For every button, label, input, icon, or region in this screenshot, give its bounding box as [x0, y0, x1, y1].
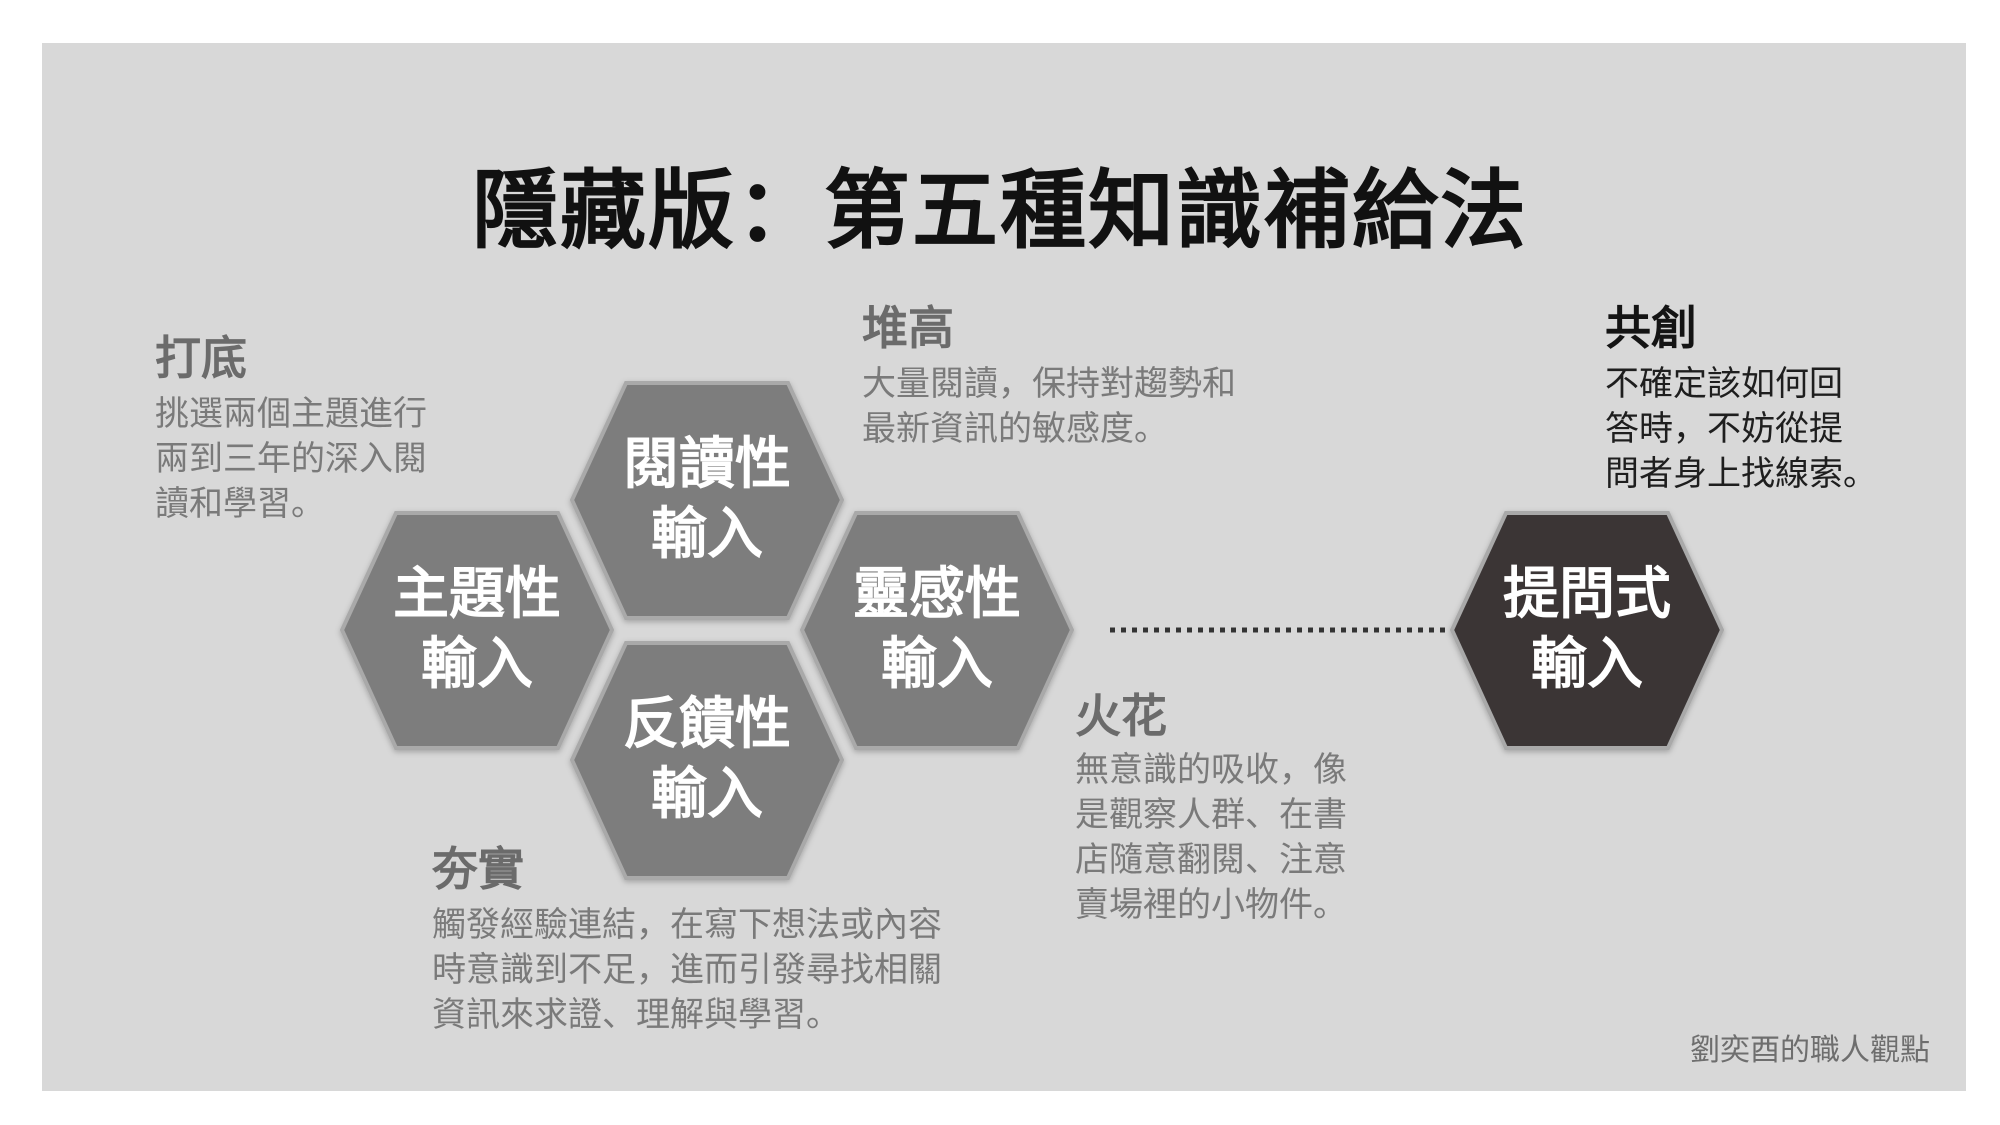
hexagon-feedback-line2: 輸入 — [651, 762, 763, 827]
note-foundation-heading: 打底 — [155, 331, 247, 385]
note-solidify-text: 觸發經驗連結，在寫下想法或內容 時意識到不足，進而引發尋找相關 資訊來求證、理解… — [432, 905, 942, 1035]
note-build-up-heading: 堆高 — [862, 301, 954, 355]
hexagon-topic-line2: 輸入 — [421, 632, 533, 697]
note-spark-heading: 火花 — [1075, 689, 1167, 743]
hexagon-topic — [339, 511, 615, 750]
note-solidify-heading: 夯實 — [432, 842, 524, 896]
hexagon-reading-line1: 閱讀性 — [623, 432, 791, 497]
hexagon-question-line2: 輸入 — [1531, 632, 1643, 697]
hexagon-feedback-line1: 反饋性 — [623, 692, 791, 757]
page-title: 隱藏版：第五種知識補給法 — [472, 161, 1528, 261]
hexagon-reading — [569, 381, 845, 620]
hexagon-question-line1: 提問式 — [1503, 562, 1671, 627]
author-credit: 劉奕酉的職人觀點 — [1690, 1033, 1930, 1068]
note-foundation-text: 挑選兩個主題進行 兩到三年的深入閱 讀和學習。 — [155, 394, 427, 524]
hexagon-reading-line2: 輸入 — [651, 502, 763, 567]
hexagon-topic-label: 主題性 輸入 — [377, 560, 577, 700]
note-build-up-text: 大量閱讀，保持對趨勢和 最新資訊的敏感度。 — [862, 364, 1236, 449]
note-co-create-text: 不確定該如何回 答時，不妨從提 問者身上找線索。 — [1605, 364, 1877, 494]
hexagon-question — [1449, 511, 1725, 750]
hexagon-inspiration-line1: 靈感性 — [853, 562, 1021, 627]
hexagon-question-label: 提問式 輸入 — [1487, 560, 1687, 700]
hexagon-inspiration-line2: 輸入 — [881, 632, 993, 697]
note-spark-text: 無意識的吸收，像 是觀察人群、在書 店隨意翻閱、注意 賣場裡的小物件。 — [1075, 750, 1347, 925]
hexagon-inspiration-label: 靈感性 輸入 — [837, 560, 1037, 700]
hexagon-feedback — [569, 641, 845, 880]
hexagon-feedback-label: 反饋性 輸入 — [607, 690, 807, 830]
hexagon-inspiration — [799, 511, 1075, 750]
hexagon-reading-label: 閱讀性 輸入 — [607, 430, 807, 570]
note-co-create-heading: 共創 — [1605, 301, 1697, 355]
hexagon-topic-line1: 主題性 — [393, 562, 561, 627]
